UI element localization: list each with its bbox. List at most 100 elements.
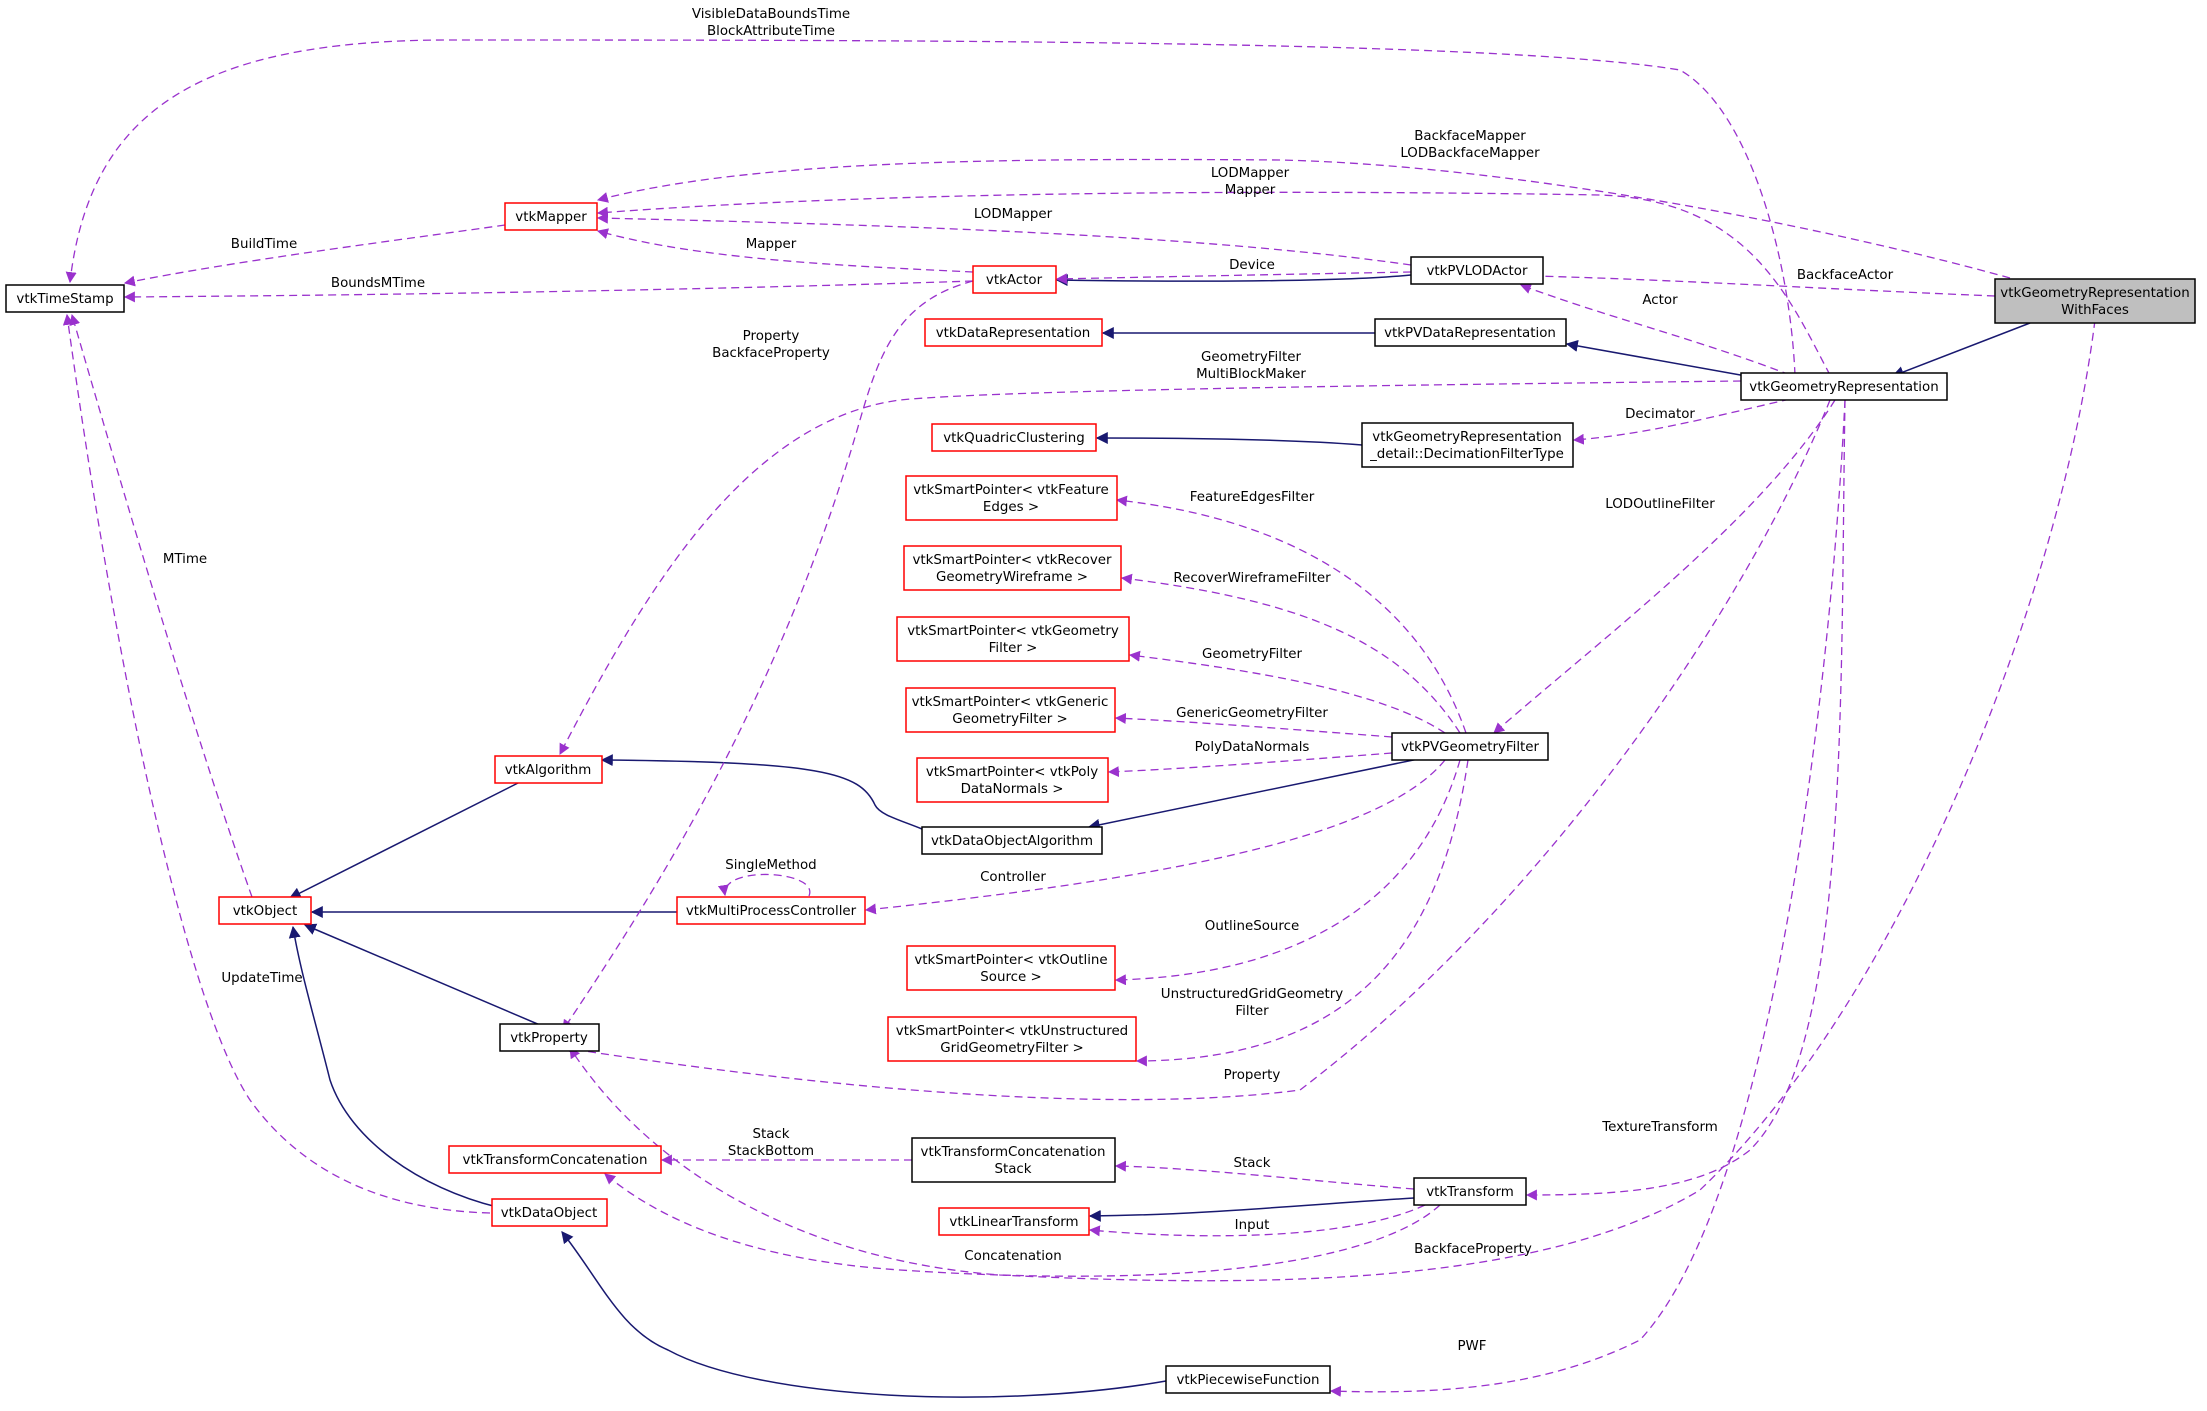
edge-label-bounds-mtime: BoundsMTime <box>331 276 425 291</box>
edge-use-single-method <box>717 873 811 897</box>
edge-use-mapper <box>596 228 974 273</box>
edge-use-visible-bounds <box>65 39 1796 376</box>
node-vtkproperty[interactable]: vtkProperty <box>499 1023 600 1052</box>
node-vtktransformconcatenation[interactable]: vtkTransformConcatenation <box>448 1145 662 1174</box>
edge-label-lod-mapper: LODMapper <box>974 207 1053 222</box>
node-vtkdataobject[interactable]: vtkDataObject <box>491 1198 608 1227</box>
edge-inherit-property-object <box>303 923 548 1029</box>
svg-text:vtkGeometryRepresentation: vtkGeometryRepresentation <box>1749 380 1938 395</box>
edge-use-pwf <box>1329 399 1846 1397</box>
edge-use-geomfilter-multiblock <box>559 380 1742 755</box>
svg-text:vtkActor: vtkActor <box>986 273 1043 288</box>
edge-label-concatenation: Concatenation <box>964 1249 1061 1264</box>
edge-use-update-time <box>62 313 491 1214</box>
edge-use-actor <box>1519 283 1791 376</box>
svg-text:vtkDataObject: vtkDataObject <box>501 1206 598 1221</box>
edge-label-outline-source: OutlineSource <box>1205 919 1299 934</box>
node-vtktimestamp[interactable]: vtkTimeStamp <box>5 284 125 313</box>
svg-text:vtkPVGeometryFilter: vtkPVGeometryFilter <box>1401 740 1540 755</box>
edge-label-backface-actor: BackfaceActor <box>1797 268 1894 283</box>
node-vtkpiecewisefunction[interactable]: vtkPiecewiseFunction <box>1165 1365 1331 1394</box>
edge-label-stack: Stack <box>1233 1156 1270 1171</box>
edge-label-mtime: MTime <box>163 552 207 567</box>
edge-label-property: Property <box>1224 1068 1281 1083</box>
node-vtkpvdatarepresentation[interactable]: vtkPVDataRepresentation <box>1374 318 1567 347</box>
edge-use-bounds-mtime <box>123 280 974 303</box>
edge-use-lod-mapper-mapper <box>596 191 1831 376</box>
svg-text:vtkAlgorithm: vtkAlgorithm <box>505 763 592 778</box>
svg-text:vtkTransformConcatenation: vtkTransformConcatenation <box>463 1153 648 1168</box>
node-vtkpvlodactor[interactable]: vtkPVLODActor <box>1410 256 1544 285</box>
svg-text:vtkTransform: vtkTransform <box>1426 1185 1514 1200</box>
node-vtkgeometryrepresentation[interactable]: vtkGeometryRepresentation <box>1740 372 1948 401</box>
svg-text:vtkLinearTransform: vtkLinearTransform <box>949 1215 1078 1230</box>
svg-text:vtkMultiProcessController: vtkMultiProcessController <box>686 904 857 919</box>
svg-text:vtkPiecewiseFunction: vtkPiecewiseFunction <box>1176 1373 1319 1388</box>
edge-use-mtime <box>69 313 253 898</box>
edge-inherit-dataobject-object <box>288 925 498 1208</box>
edge-use-backface-mapper <box>596 158 2011 279</box>
edge-label-recover-wireframe: RecoverWireframeFilter <box>1173 571 1331 586</box>
svg-text:vtkProperty: vtkProperty <box>510 1031 588 1046</box>
edge-inherit-georep-pvdatarep <box>1565 339 1747 377</box>
edge-use-backface-actor <box>1489 269 1996 297</box>
node-vtkdataobjectalgorithm[interactable]: vtkDataObjectAlgorithm <box>921 826 1103 855</box>
edge-inherit-transform-lintransform <box>1088 1197 1415 1222</box>
edges <box>62 39 2096 1398</box>
node-vtkpvgeometryfilter[interactable]: vtkPVGeometryFilter <box>1391 732 1549 761</box>
edge-use-texture-transform <box>1525 399 1846 1201</box>
edge-label-device: Device <box>1229 258 1275 273</box>
node-vtklineartransform[interactable]: vtkLinearTransform <box>938 1207 1090 1236</box>
node-vtkdatarepresentation[interactable]: vtkDataRepresentation <box>924 318 1103 347</box>
node-vtktransform[interactable]: vtkTransform <box>1413 1177 1527 1206</box>
svg-text:vtkGeometryRepresentation_deta: vtkGeometryRepresentation_detail::Decima… <box>1369 430 1564 462</box>
edge-use-outline-source <box>1114 759 1461 986</box>
edge-inherit-pvgeom-dataobjalgo <box>1087 756 1429 831</box>
edge-inherit-pwf-dataobject <box>561 1231 1167 1398</box>
edge-use-decimator <box>1572 398 1791 445</box>
edge-label-pwf: PWF <box>1457 1339 1486 1354</box>
node-vtkactor[interactable]: vtkActor <box>972 265 1057 294</box>
edge-use-lod-outline <box>1493 399 1836 734</box>
edge-use-stack <box>1114 1160 1415 1190</box>
edge-label-controller: Controller <box>980 870 1046 885</box>
svg-text:vtkSmartPointer< vtkUnstructur: vtkSmartPointer< vtkUnstructuredGridGeom… <box>896 1024 1128 1056</box>
edge-use-property <box>563 399 1831 1101</box>
edge-label-lod-outline: LODOutlineFilter <box>1605 497 1715 512</box>
node-vtkobject[interactable]: vtkObject <box>218 896 312 925</box>
edge-inherit-dataobjalgo-algorithm <box>600 754 923 830</box>
node-vtkmultiprocesscontroller[interactable]: vtkMultiProcessController <box>676 896 866 925</box>
node-vtkquadricclustering[interactable]: vtkQuadricClustering <box>931 423 1097 452</box>
edge-inherit-decim-quadric <box>1095 432 1363 446</box>
node-decimationfiltertype[interactable]: vtkGeometryRepresentation_detail::Decima… <box>1361 422 1574 468</box>
node-vtkalgorithm[interactable]: vtkAlgorithm <box>494 755 603 784</box>
edge-label-texture-transform: TextureTransform <box>1601 1120 1718 1135</box>
edge-use-geometry-filter <box>1128 650 1446 734</box>
edge-label-decimator: Decimator <box>1625 407 1695 422</box>
svg-text:vtkDataRepresentation: vtkDataRepresentation <box>936 326 1091 341</box>
edge-use-build-time <box>123 224 506 287</box>
node-vtkmapper[interactable]: vtkMapper <box>504 202 598 231</box>
